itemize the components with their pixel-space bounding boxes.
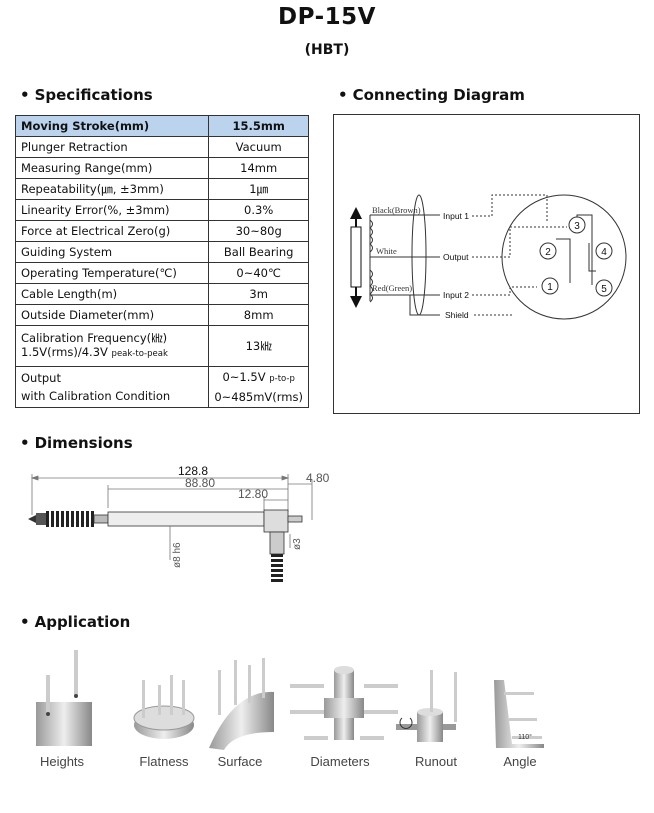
- section-connecting-diagram: •Connecting Diagram: [338, 86, 525, 104]
- connector: 1 2 3 4 5: [501, 194, 627, 320]
- dimension-drawing: 128.8 88.80 12.80 4.80 ø8 h6 ø3: [28, 464, 330, 582]
- spec-label: Guiding System: [14, 241, 210, 263]
- spec-value: 1㎛: [208, 178, 309, 200]
- leader-lines: [472, 194, 567, 316]
- spec-label: Repeatability(㎛, ±3mm): [14, 178, 210, 200]
- spec-value: 14mm: [208, 157, 309, 179]
- output-label: Output with Calibration Condition: [14, 366, 210, 408]
- signal-label: Output: [443, 252, 469, 262]
- calibration-value: 13㎑: [208, 325, 309, 367]
- wire-label: Red(Green): [372, 283, 412, 293]
- spec-row-output: Output with Calibration Condition 0~1.5V…: [14, 366, 309, 408]
- wire-label: White: [376, 246, 397, 256]
- heights-icon: [36, 650, 92, 746]
- spec-label: Cable Length(m): [14, 283, 210, 305]
- section-specifications: •Specifications: [20, 86, 153, 104]
- pin-label: 5: [601, 284, 607, 295]
- spec-value: 0.3%: [208, 199, 309, 221]
- pin-label: 3: [574, 221, 580, 232]
- probe-icon: [28, 509, 303, 582]
- spec-value: Ball Bearing: [208, 241, 309, 263]
- pin-label: 2: [545, 247, 551, 258]
- runout-icon: [396, 670, 457, 742]
- spec-header-label: Moving Stroke(mm): [14, 115, 210, 137]
- signal-label: Shield: [445, 310, 469, 320]
- application-label: Diameters: [310, 754, 370, 769]
- spec-value: Vacuum: [208, 136, 309, 158]
- flatness-icon: [133, 675, 195, 739]
- spec-row: Operating Temperature(℃)0~40℃: [14, 262, 309, 284]
- application-strip: 110° Heights Flatness Surface Diameters …: [36, 650, 544, 769]
- spec-value: 30~80g: [208, 220, 309, 242]
- application-label: Surface: [218, 754, 263, 769]
- application-label: Heights: [40, 754, 85, 769]
- dim-total: 128.8: [178, 464, 208, 478]
- spec-label: Operating Temperature(℃): [14, 262, 210, 284]
- spec-label: Plunger Retraction: [14, 136, 210, 158]
- spec-row: Linearity Error(%, ±3mm)0.3%: [14, 199, 309, 221]
- spec-row: Outside Diameter(mm)8mm: [14, 304, 309, 326]
- page-subtitle: (HBT): [304, 42, 350, 58]
- dim-diameter-body: ø8 h6: [172, 542, 183, 568]
- dim-body: 88.80: [185, 476, 215, 490]
- section-application: •Application: [20, 613, 131, 631]
- spec-label: Linearity Error(%, ±3mm): [14, 199, 210, 221]
- surface-icon: [209, 658, 274, 750]
- angle-icon: 110°: [494, 680, 544, 748]
- pin-label: 1: [547, 282, 553, 293]
- coil-icon: [369, 215, 373, 303]
- calibration-label: Calibration Frequency(㎑) 1.5V(rms)/4.3V …: [14, 325, 210, 367]
- spec-value: 0~40℃: [208, 262, 309, 284]
- dim-diameter-cable: ø3: [292, 538, 303, 550]
- spec-row: Measuring Range(mm)14mm: [14, 157, 309, 179]
- section-dimensions: •Dimensions: [20, 434, 133, 452]
- angle-annotation: 110°: [518, 733, 532, 741]
- spec-table: Moving Stroke(mm) 15.5mm Plunger Retract…: [14, 115, 309, 408]
- spec-value: 3m: [208, 283, 309, 305]
- application-label: Runout: [415, 754, 457, 769]
- dim-cable-offset: 4.80: [306, 471, 330, 485]
- spec-header-value: 15.5mm: [208, 115, 309, 137]
- spec-label: Force at Electrical Zero(g): [14, 220, 210, 242]
- connecting-diagram: Black(Brown) White Red(Green) Input 1 Ou…: [333, 114, 640, 414]
- page-title: DP-15V: [278, 4, 376, 30]
- spec-row: Repeatability(㎛, ±3mm)1㎛: [14, 178, 309, 200]
- pin-label: 4: [601, 247, 607, 258]
- dim-tail: 12.80: [238, 487, 268, 501]
- signal-label: Input 2: [443, 290, 469, 300]
- stroke-arrow-icon: [350, 207, 362, 308]
- application-label: Flatness: [139, 754, 189, 769]
- spec-label: Measuring Range(mm): [14, 157, 210, 179]
- output-value: 0~1.5V p-to-p 0~485mV(rms): [208, 366, 309, 408]
- diameters-icon: [290, 666, 398, 740]
- wire-lines: [370, 214, 440, 316]
- wire-label: Black(Brown): [372, 205, 421, 215]
- spec-row: Cable Length(m)3m: [14, 283, 309, 305]
- spec-header-row: Moving Stroke(mm) 15.5mm: [14, 115, 309, 137]
- spec-label: Outside Diameter(mm): [14, 304, 210, 326]
- spec-row-calibration: Calibration Frequency(㎑) 1.5V(rms)/4.3V …: [14, 325, 309, 367]
- signal-label: Input 1: [443, 211, 469, 221]
- spec-row: Force at Electrical Zero(g)30~80g: [14, 220, 309, 242]
- spec-value: 8mm: [208, 304, 309, 326]
- application-label: Angle: [503, 754, 536, 769]
